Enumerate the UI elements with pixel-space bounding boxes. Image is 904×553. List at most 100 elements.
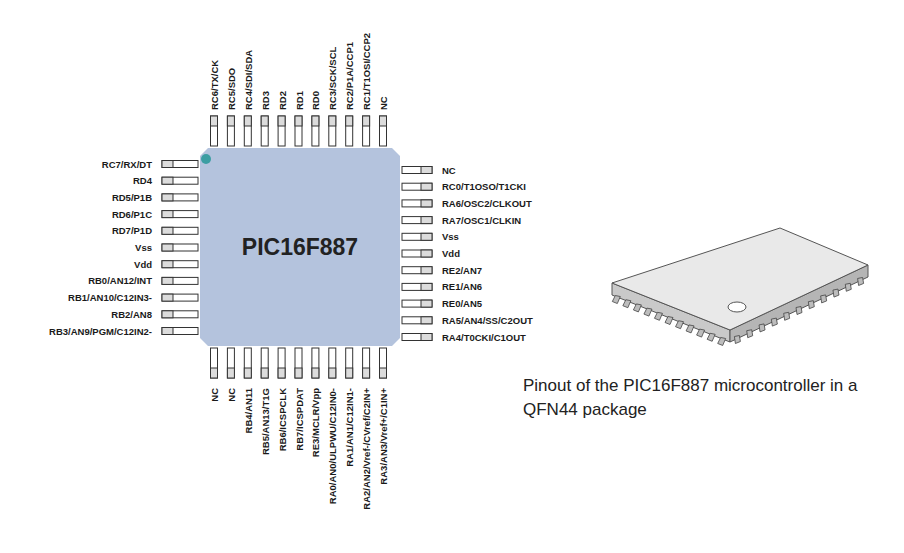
pin — [295, 116, 302, 146]
pin-name: NC — [378, 96, 389, 110]
pin-tip — [380, 116, 387, 126]
pin-tip — [162, 261, 173, 268]
pin-name: RC7/RX/DT — [102, 159, 152, 170]
pin-name: RA6/OSC2/CLKOUT — [442, 198, 532, 209]
pin — [162, 277, 198, 284]
pin-tip — [162, 277, 173, 284]
pin — [363, 116, 370, 146]
pin — [162, 227, 198, 234]
pin-tip — [244, 116, 251, 126]
pin-tip — [162, 244, 173, 251]
pin-tip — [211, 116, 218, 126]
pin — [162, 328, 198, 335]
pin-name: RA0/AN0/ULPWU/C12IN0- — [327, 388, 338, 504]
pin-name: Vdd — [442, 248, 460, 259]
pin-name: RA4/T0CKI/C1OUT — [442, 332, 526, 343]
pin-name: RB5/AN13/T1G — [259, 388, 270, 455]
pin — [162, 244, 198, 251]
pin — [402, 300, 432, 307]
pin-name: RC4/SDI/SDA — [242, 50, 253, 110]
pin-name: RC2/P1A/CCP1 — [344, 42, 355, 110]
package-pin — [759, 324, 765, 332]
pin-name: RB2/AN8 — [111, 309, 152, 320]
pin-name: RD6/P1C — [112, 209, 152, 220]
pin-name: RA3/AN3/Vref+/C1IN+ — [378, 388, 389, 485]
pin-tip — [295, 368, 302, 378]
pin — [402, 167, 432, 174]
package-pin — [784, 312, 790, 320]
pin-tip — [421, 233, 432, 240]
pin — [312, 116, 319, 146]
pin — [329, 348, 336, 378]
pin-name: RE3/MCLR/Vpp — [310, 388, 321, 457]
pin-tip — [162, 328, 173, 335]
pin-tip — [278, 116, 285, 126]
pin-name: RD2 — [276, 91, 287, 110]
pin — [261, 348, 268, 378]
package-pin — [612, 296, 620, 304]
pin — [278, 116, 285, 146]
package-pin — [697, 329, 705, 337]
pin-tip — [211, 368, 218, 378]
pin-name: RD3 — [259, 91, 270, 110]
pin — [227, 348, 234, 378]
package-pin — [676, 321, 684, 329]
pin-name: RE0/AN5 — [442, 298, 482, 309]
pin — [162, 177, 198, 184]
pin-name: RD0 — [310, 91, 321, 110]
pin-name: RD5/P1B — [112, 192, 152, 203]
pin-tip — [312, 116, 319, 126]
pin-name: NC — [225, 388, 236, 402]
pin-tip — [421, 317, 432, 324]
pin — [402, 334, 432, 341]
pin-tip — [244, 368, 251, 378]
pin-name: RE2/AN7 — [442, 265, 482, 276]
pin-name: RA2/AN2/Vref-/CVref/C2IN+ — [361, 388, 372, 510]
pin — [346, 116, 353, 146]
package-pin — [644, 308, 652, 316]
package-pin — [665, 317, 673, 325]
pin-name: RC3/SCK/SCL — [327, 47, 338, 110]
package-pin — [833, 289, 839, 297]
package-pin — [734, 336, 740, 344]
pin — [162, 161, 198, 168]
pin — [162, 294, 198, 301]
pin-tip — [278, 368, 285, 378]
pin-name: NC — [209, 388, 220, 402]
pin — [402, 183, 432, 190]
pin-name: RC6/TX/CK — [209, 60, 220, 110]
pin-name: RD7/P1D — [112, 225, 152, 236]
pin-tip — [227, 368, 234, 378]
pin-name: Vdd — [134, 259, 152, 270]
pin-tip — [346, 116, 353, 126]
pin-name: RE1/AN6 — [442, 281, 482, 292]
qfn-package-illustration — [612, 228, 868, 345]
pin-tip — [312, 368, 319, 378]
pin — [402, 217, 432, 224]
pin — [363, 348, 370, 378]
pin — [402, 250, 432, 257]
package-pin — [747, 330, 753, 338]
pin-tip — [363, 368, 370, 378]
pin — [162, 261, 198, 268]
pin-name: RB0/AN12/INT — [88, 275, 152, 286]
pin-name: Vss — [135, 242, 152, 253]
pin-name: RB1/AN10/C12IN3- — [68, 292, 152, 303]
pin-name: RC1/T1OSI/CCP2 — [361, 33, 372, 110]
pin — [227, 116, 234, 146]
package-pin — [654, 312, 662, 320]
pin-tip — [421, 334, 432, 341]
pin-tip — [329, 116, 336, 126]
pin-row — [162, 116, 432, 378]
pin-name: RB3/AN9/PGM/C12IN2- — [49, 326, 152, 337]
pin-name: RD1 — [293, 91, 304, 110]
pin-tip — [261, 368, 268, 378]
pin-tip — [162, 294, 173, 301]
pin-tip — [421, 283, 432, 290]
pin — [295, 348, 302, 378]
package-pin — [771, 318, 777, 326]
pin — [402, 267, 432, 274]
pin-name: RA1/AN1/C12IN1- — [344, 388, 355, 467]
pin-tip — [346, 368, 353, 378]
pin-name: RB6/ICSPCLK — [276, 388, 287, 451]
